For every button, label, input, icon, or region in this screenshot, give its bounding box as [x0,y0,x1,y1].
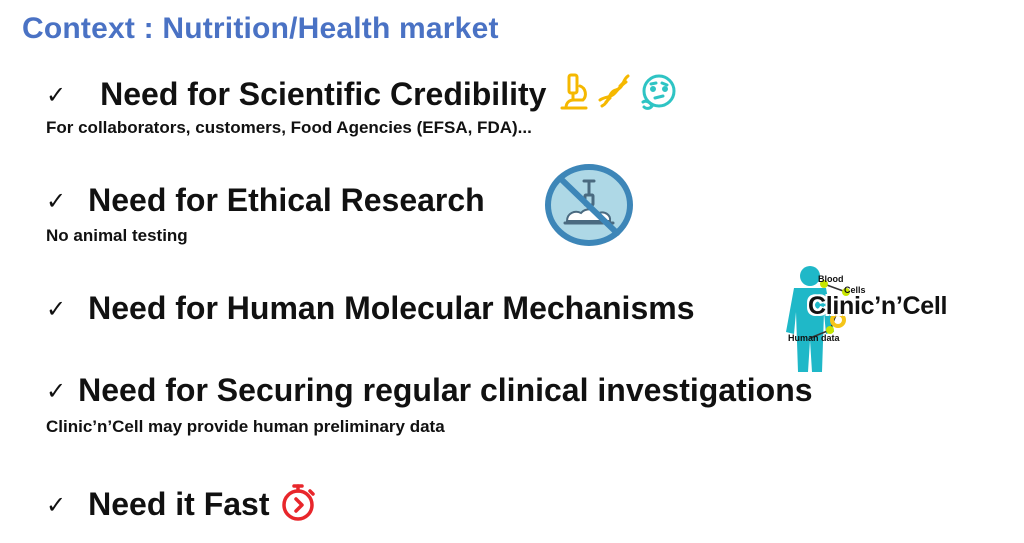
item-subtext: For collaborators, customers, Food Agenc… [46,118,532,137]
item-ethical-research: ✓ Need for Ethical Research [46,182,485,219]
logo-title: Clinic’n’Cell [808,292,948,320]
checkmark-icon: ✓ [46,376,67,405]
item-need-it-fast: ✓ Need it Fast [46,482,317,527]
item-heading: Need it Fast [88,486,270,522]
item-scientific-credibility: ✓ Need for Scientific Credibility [46,72,678,117]
stopwatch-icon [279,482,317,527]
item-heading: Need for Securing regular clinical inves… [78,372,813,408]
checkmark-icon: ✓ [46,294,67,323]
microscope-icon [556,72,592,117]
dna-icon [596,72,632,117]
page-title: Context : Nutrition/Health market [22,12,499,45]
item-subtext: Clinic’n’Cell may provide human prelimin… [46,417,445,436]
item-human-molecular-mechanisms: ✓ Need for Human Molecular Mechanisms [46,290,694,327]
checkmark-icon: ✓ [46,186,67,215]
logo-label-human-data: Human data [788,333,840,343]
item-securing-clinical-investigations: ✓ Need for Securing regular clinical inv… [46,372,813,409]
checkmark-icon: ✓ [46,80,67,109]
checkmark-icon: ✓ [46,490,67,519]
item-heading: Need for Ethical Research [88,182,485,218]
no-animal-testing-icon [543,163,635,252]
logo-label-blood: Blood [818,274,844,284]
item-heading: Need for Scientific Credibility [100,76,547,112]
thinking-face-icon [638,72,678,117]
logo-label-cells: Cells [844,285,866,295]
clinic-n-cell-logo: Blood Cells Clinic’n’Cell Human data [780,262,1016,374]
item-subtext: No animal testing [46,226,188,245]
item-heading: Need for Human Molecular Mechanisms [88,290,695,326]
